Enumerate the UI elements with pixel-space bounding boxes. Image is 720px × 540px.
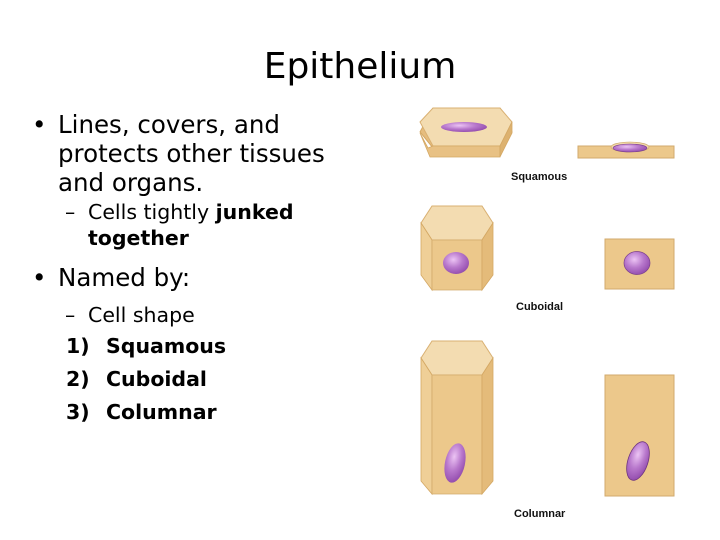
- cuboidal-3d-cell-icon: [420, 205, 494, 292]
- slide-title: Epithelium: [263, 46, 457, 87]
- squamous-section-cell-icon: [577, 141, 675, 159]
- columnar-section-cell-icon: [604, 374, 675, 497]
- dash-marker: –: [65, 200, 76, 224]
- bullet-marker: •: [32, 110, 47, 139]
- squamous-3d-cell-icon: [419, 107, 513, 158]
- numbered-item-columnar: 3) Columnar: [66, 400, 217, 424]
- cuboidal-section-cell-icon: [604, 238, 675, 290]
- bullet-marker: •: [32, 263, 47, 292]
- caption-squamous: Squamous: [511, 171, 567, 183]
- columnar-3d-cell-icon: [420, 340, 494, 496]
- bullet-lines-covers: • Lines, covers, and protects other tiss…: [32, 110, 325, 197]
- dash-marker: –: [65, 303, 76, 327]
- numbered-item-cuboidal: 2) Cuboidal: [66, 367, 207, 391]
- sub-bullet-cells-junked: – Cells tightly junked together: [65, 200, 294, 250]
- bullet-named-by: • Named by:: [32, 263, 191, 292]
- caption-columnar: Columnar: [514, 508, 566, 520]
- bullet-list: • Lines, covers, and protects other tiss…: [30, 110, 410, 429]
- numbered-item-squamous: 1) Squamous: [66, 334, 227, 358]
- sub-bullet-cell-shape: – Cell shape: [30, 300, 410, 330]
- caption-cuboidal: Cuboidal: [516, 301, 563, 313]
